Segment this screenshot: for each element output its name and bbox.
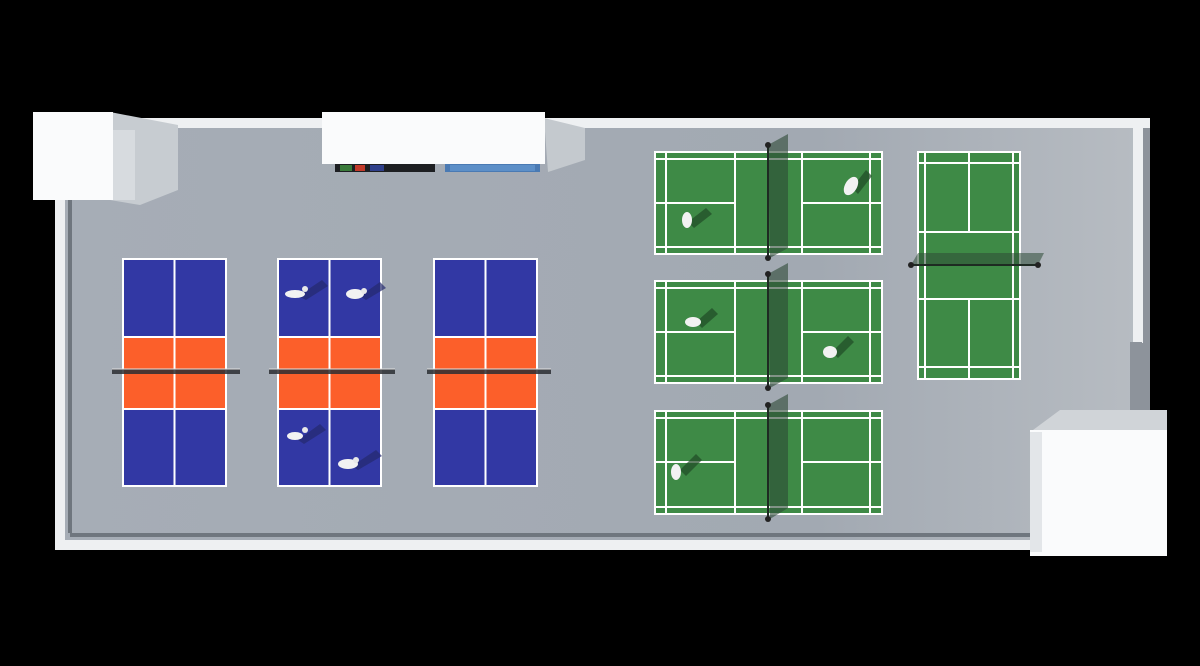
net xyxy=(768,263,788,388)
player xyxy=(823,336,854,358)
wall-bottom xyxy=(55,540,1035,550)
wall-top xyxy=(120,118,1150,128)
player xyxy=(285,280,328,300)
net xyxy=(911,253,1044,265)
net xyxy=(768,134,788,258)
badminton-court-4 xyxy=(908,151,1044,380)
player xyxy=(685,308,718,328)
badminton-court-3 xyxy=(654,394,883,522)
wall-left xyxy=(55,198,65,550)
pickleball-court-2 xyxy=(269,258,395,487)
net xyxy=(768,394,788,519)
player xyxy=(682,208,712,228)
net xyxy=(427,369,551,374)
badminton-court-2 xyxy=(654,263,883,391)
net xyxy=(269,369,395,374)
room-bottom-right xyxy=(1030,410,1167,556)
wall-right xyxy=(1133,118,1143,343)
pickleball-court-1 xyxy=(112,258,240,487)
player xyxy=(287,424,326,444)
player xyxy=(671,454,702,480)
room-top-center xyxy=(322,112,585,172)
player xyxy=(346,282,386,300)
net xyxy=(112,369,240,374)
room-top-left xyxy=(33,112,178,205)
player xyxy=(338,450,382,470)
player xyxy=(843,170,872,196)
pickleball-court-3 xyxy=(427,258,551,487)
badminton-court-1 xyxy=(654,134,883,261)
equipment-rack-left xyxy=(335,164,435,172)
